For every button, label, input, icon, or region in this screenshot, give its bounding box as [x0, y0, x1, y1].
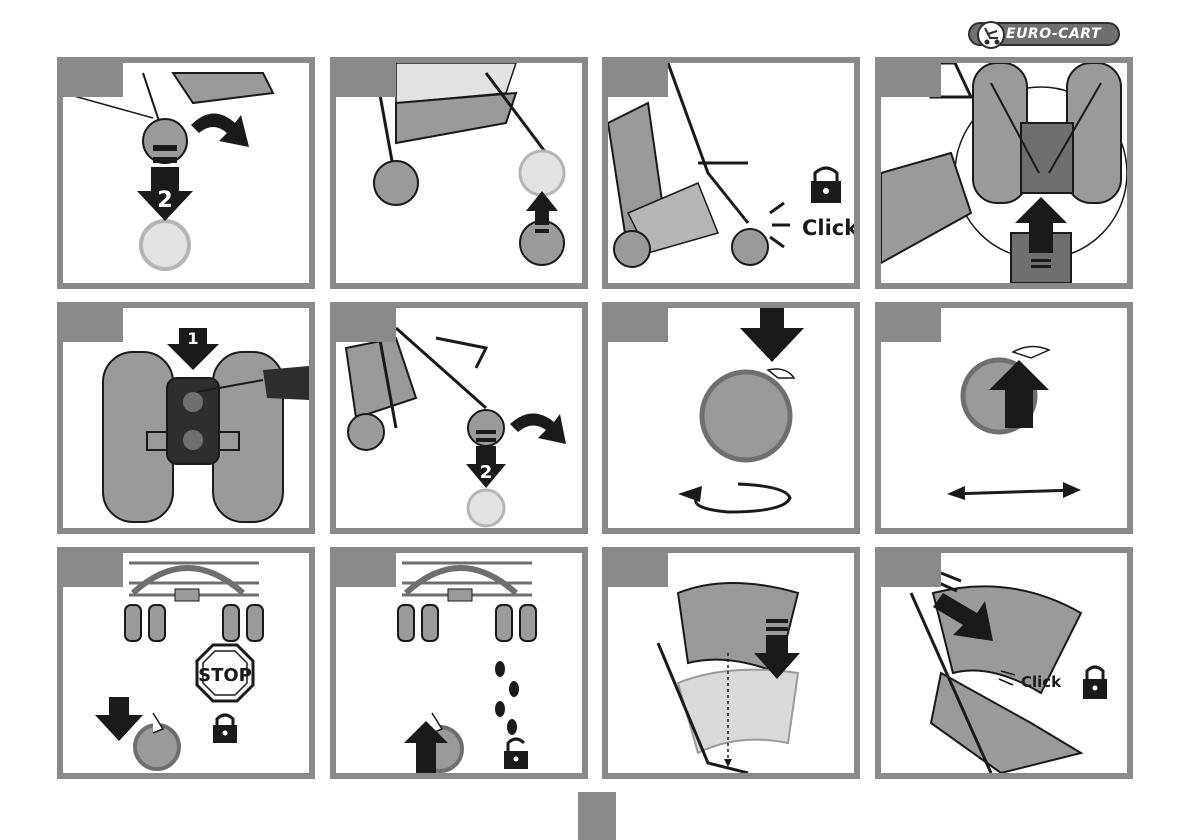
instruction-panel-9: STOP	[57, 547, 315, 779]
step-number: 2	[480, 462, 493, 483]
wheel-icon	[973, 63, 1027, 203]
stop-label: STOP	[198, 665, 252, 686]
wheel-icon	[223, 605, 239, 641]
rotate-arrow-icon	[678, 484, 790, 512]
wheel-icon	[1067, 63, 1121, 203]
down-arrow-icon	[740, 308, 804, 362]
instruction-panel-3: Click	[602, 57, 860, 289]
wheel-icon	[520, 221, 564, 265]
wheel-icon	[468, 490, 504, 526]
double-arrow-icon	[947, 482, 1081, 500]
wheel-icon	[702, 372, 790, 460]
wheel-icon	[149, 605, 165, 641]
panel-tab	[63, 308, 123, 342]
wheel-icon	[143, 119, 187, 163]
instruction-panel-6: 2	[330, 302, 588, 534]
instruction-panel-12: Click	[875, 547, 1133, 779]
page-number-tab	[578, 792, 616, 840]
panel-tab	[881, 553, 941, 587]
step-number: 2	[157, 188, 172, 213]
panel-tab	[881, 63, 941, 97]
stroller-icon	[976, 20, 1006, 50]
panel-tab	[63, 553, 123, 587]
wheel-icon	[520, 605, 536, 641]
panel-tab	[336, 553, 396, 587]
panel-tab	[608, 553, 668, 587]
wheel-icon	[398, 605, 414, 641]
panel-tab	[881, 308, 941, 342]
padlock-closed-icon	[811, 168, 841, 203]
instruction-panel-10	[330, 547, 588, 779]
step-number: 1	[187, 329, 198, 348]
wheel-icon	[247, 605, 263, 641]
wheel-icon	[348, 414, 384, 450]
curved-arrow-icon	[510, 413, 566, 444]
stop-sign-icon: STOP	[197, 645, 253, 701]
wheel-icon	[732, 229, 768, 265]
wheel-icon	[125, 605, 141, 641]
wheel-icon	[614, 231, 650, 267]
instruction-panel-11	[602, 547, 860, 779]
wheel-icon	[496, 605, 512, 641]
panel-tab	[608, 308, 668, 342]
panel-tab	[336, 63, 396, 97]
panel-tab	[608, 63, 668, 97]
instruction-panel-8	[875, 302, 1133, 534]
panel-tab	[63, 63, 123, 97]
wheel-icon	[374, 161, 418, 205]
footprints-icon	[495, 661, 519, 735]
padlock-closed-icon	[1083, 667, 1107, 699]
curved-arrow-icon	[191, 113, 249, 147]
instruction-panel-5: 1	[57, 302, 315, 534]
instruction-panel-2	[330, 57, 588, 289]
instruction-panel-4	[875, 57, 1133, 289]
click-label: Click	[1021, 673, 1062, 691]
instruction-panel-7	[602, 302, 860, 534]
padlock-open-icon	[504, 739, 528, 769]
brand-logo: EURO-CART	[968, 22, 1120, 46]
panel-tab	[336, 308, 396, 342]
instruction-panel-1: 2	[57, 57, 315, 289]
down-arrow-icon	[95, 697, 143, 741]
wheel-icon	[141, 221, 189, 269]
brand-text: EURO-CART	[1006, 26, 1101, 42]
wheel-icon	[422, 605, 438, 641]
click-label: Click	[802, 216, 854, 240]
wheel-icon	[520, 151, 564, 195]
padlock-closed-icon	[213, 715, 237, 743]
